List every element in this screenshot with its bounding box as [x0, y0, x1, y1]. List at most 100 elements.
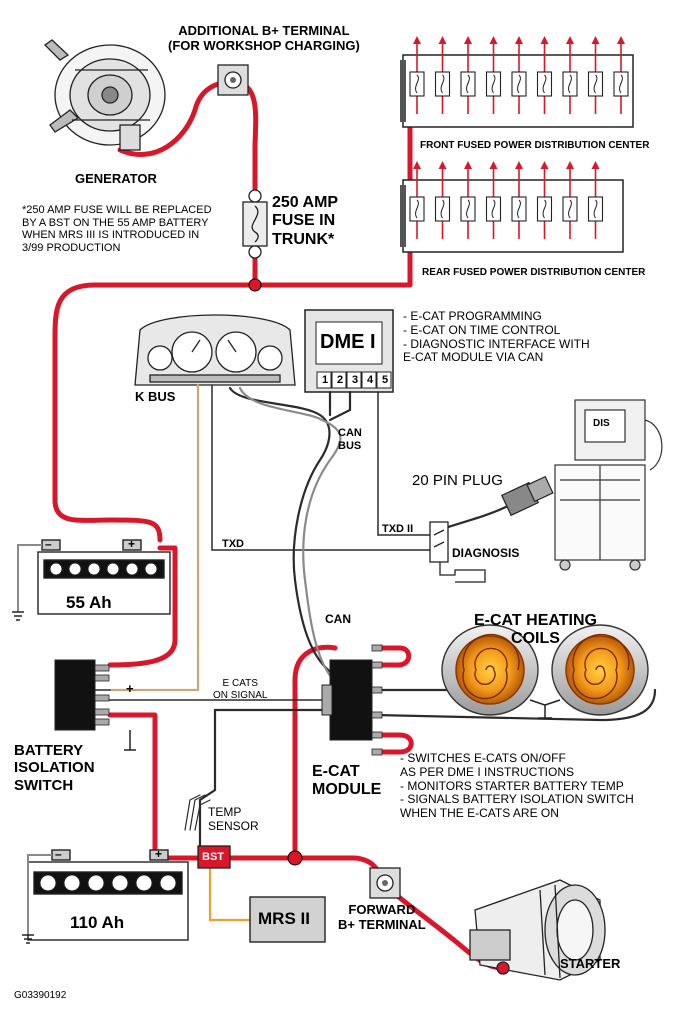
temp-sensor-label: TEMP SENSOR: [208, 805, 259, 833]
pdc-arrow: [540, 161, 549, 169]
pdc-fuse-element: [491, 199, 496, 219]
pdc-fuse-element: [491, 74, 496, 94]
switch-pin: [94, 708, 110, 716]
dme-pin-wire-2: [328, 390, 352, 422]
temp-sensor-wires: [184, 794, 211, 831]
pdc-fuse-element: [593, 74, 598, 94]
k-bus-wire: [108, 383, 200, 692]
bst-box: [197, 845, 231, 869]
can-bus-wire-b: [238, 386, 342, 684]
rear-pdc: [400, 161, 624, 253]
battery-cell: [106, 562, 120, 576]
pdc-fuse-element: [542, 74, 547, 94]
k-bus-label: K BUS: [135, 389, 176, 404]
diagnostic-tester-icon: [554, 399, 663, 571]
generator-icon: [43, 39, 166, 151]
battery-cell: [87, 874, 105, 892]
dme-pin-box: [316, 371, 332, 389]
battery-cell: [87, 562, 101, 576]
battery-isolation-label: BATTERY ISOLATION SWITCH: [14, 742, 95, 794]
switch-pin: [94, 674, 110, 682]
module-pin: [371, 731, 383, 739]
rear-pdc-label: REAR FUSED POWER DISTRIBUTION CENTER: [422, 267, 646, 278]
battery-cell: [135, 874, 153, 892]
pdc-arrow: [464, 161, 472, 169]
switch-pin: [94, 664, 110, 672]
generator-to-terminal-wire: [117, 79, 235, 157]
battery-110-minus-label: –: [55, 847, 62, 861]
dme-pin-box: [376, 371, 392, 389]
battery-110-plus-label: +: [155, 847, 163, 861]
heating-coil-icon: [551, 624, 649, 716]
pdc-arrow: [540, 36, 549, 44]
coil-ground: [529, 699, 561, 719]
diagnostic-cable: [443, 503, 512, 530]
ecat-module-icon: [321, 644, 383, 756]
battery-cell: [125, 562, 139, 576]
module-to-coil-wire-bottom: [372, 732, 414, 755]
txd-ii-wire: [377, 391, 431, 536]
battery55-to-switch-wire: [107, 545, 178, 668]
module-pin: [371, 686, 383, 694]
fuse-250-label: 250 AMP FUSE IN TRUNK*: [272, 194, 339, 248]
txd-ii-label: TXD II: [382, 523, 414, 535]
mrs-box: [249, 896, 326, 943]
module-pin: [371, 711, 383, 719]
module-pin: [371, 644, 383, 652]
dme-pin-box: [361, 371, 377, 389]
pdc-fuse-element: [593, 199, 598, 219]
pdc-fuse-element: [517, 74, 521, 94]
pdc-arrow: [489, 36, 498, 44]
dme-notes: - E-CAT PROGRAMMING - E-CAT ON TIME CONT…: [403, 309, 590, 365]
module-pin: [371, 661, 383, 669]
switch-pin: [94, 718, 110, 726]
dme-pin-box: [346, 371, 362, 389]
isolation-plus-label: +: [126, 681, 134, 696]
pdc-fuse-element: [517, 199, 521, 219]
forward-terminal-icon: [369, 867, 401, 899]
battery-cell: [68, 562, 82, 576]
battery-isolation-switch-icon: [54, 659, 136, 751]
bst-junction: [287, 850, 303, 866]
signal-wires: [94, 383, 657, 922]
can-bus-wire-a: [228, 386, 337, 677]
pdc-arrow: [438, 36, 447, 44]
pdc-fuse-element: [415, 199, 419, 219]
ground-icon: [22, 934, 34, 944]
bst-label: BST: [202, 851, 224, 863]
battery-55-label: 55 Ah: [66, 593, 112, 612]
battery-cell: [111, 874, 129, 892]
terminal-to-fuse-wire: [229, 79, 259, 193]
front-pdc: [400, 36, 634, 128]
switch-to-battery110-wire: [107, 712, 158, 853]
instrument-cluster-icon: [134, 314, 296, 386]
mrs-label: MRS II: [258, 909, 310, 928]
starter-label: STARTER: [560, 956, 621, 971]
rear-fuse-row: [409, 161, 604, 239]
twenty-pin-plug: [429, 521, 486, 583]
module-pin: [371, 748, 383, 756]
battery-55-plus-label: +: [128, 537, 136, 551]
pdc-fuse-element: [466, 199, 470, 219]
pdc-arrow: [515, 36, 523, 44]
dme-pin-label: 5: [382, 374, 389, 386]
battery-cell: [159, 874, 177, 892]
battery-55-ground-wire: [17, 544, 42, 612]
switch-pin: [94, 694, 110, 702]
pdc-arrow: [591, 36, 600, 44]
pdc-fuse-element: [542, 199, 547, 219]
battery-110ah-icon: [27, 849, 189, 941]
additional-terminal-icon: [217, 64, 249, 96]
pdc-fuse-element: [568, 199, 572, 219]
battery-cell: [49, 562, 63, 576]
pin-plug-label: 20 PIN PLUG: [412, 472, 503, 489]
starter-motor-icon: [469, 879, 606, 981]
module-to-temp-wire: [198, 708, 332, 847]
dme-pin-label: 1: [322, 374, 329, 386]
forward-terminal-label: FORWARD B+ TERMINAL: [338, 902, 426, 932]
junction-to-module-wire: [292, 644, 338, 861]
pdc-arrow: [566, 161, 574, 169]
module-to-coil-wire-top: [372, 645, 412, 668]
pdc-arrow: [566, 36, 574, 44]
